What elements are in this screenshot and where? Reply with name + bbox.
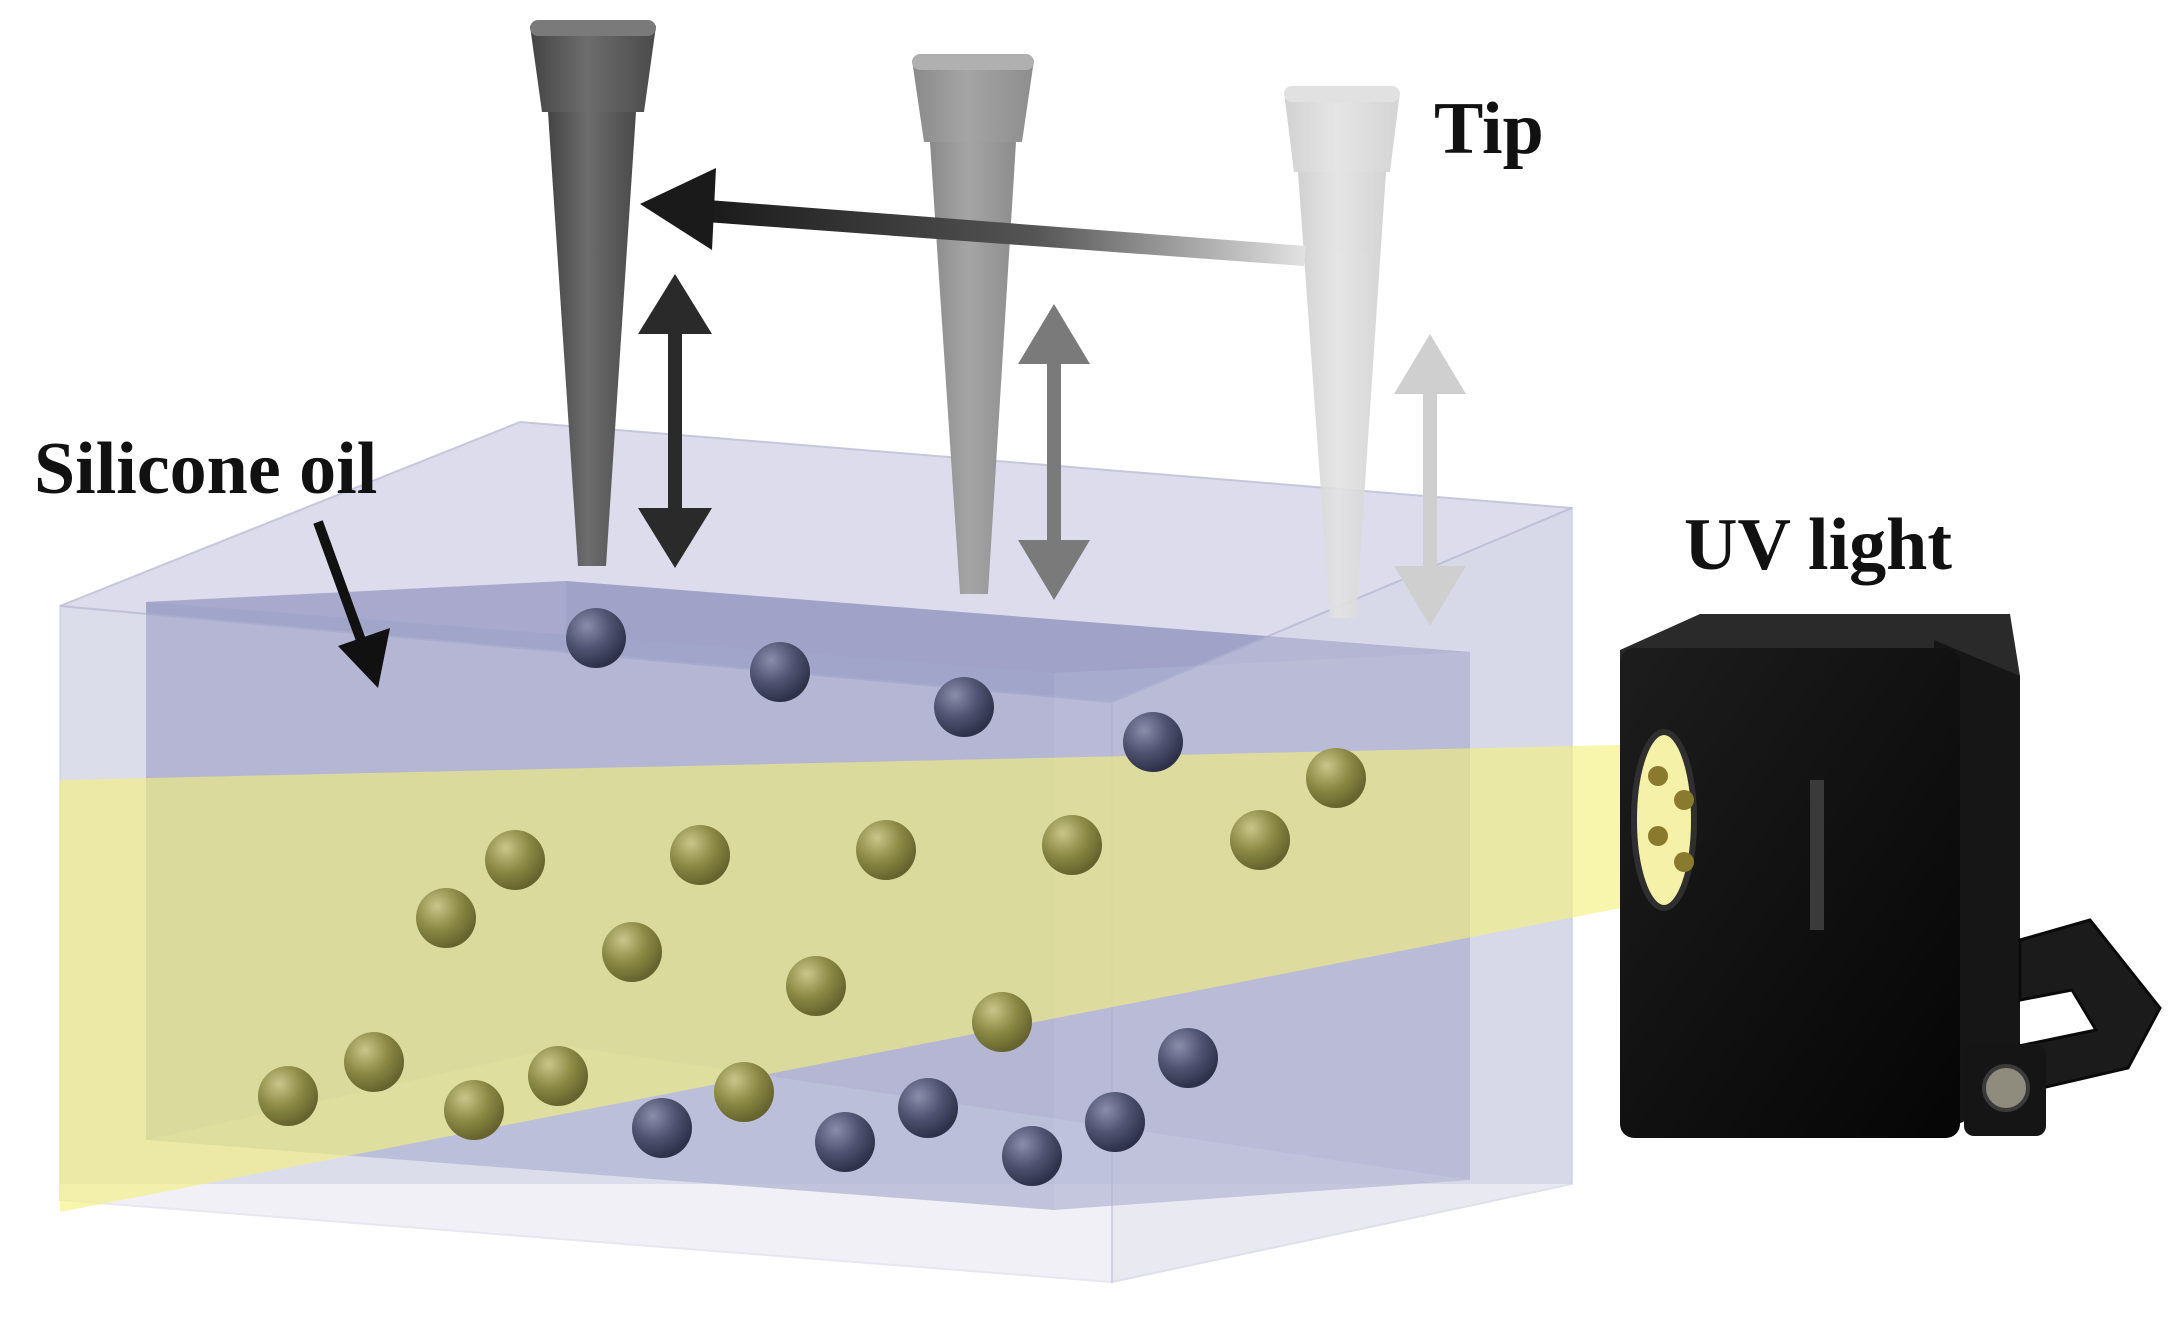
- particle-dark: [566, 608, 626, 668]
- particle-dark: [1123, 712, 1183, 772]
- particle-lit: [670, 825, 730, 885]
- uv-led: [1674, 790, 1694, 810]
- particle-dark: [934, 677, 994, 737]
- uv-device-slot: [1810, 780, 1824, 930]
- tip-light-body: [1298, 172, 1386, 618]
- particle-dark: [898, 1078, 958, 1138]
- arrow-left-icon: [640, 168, 1306, 266]
- particle-lit: [344, 1032, 404, 1092]
- particle-dark: [632, 1098, 692, 1158]
- particle-lit: [972, 992, 1032, 1052]
- particle-dark: [750, 642, 810, 702]
- double-arrow-icon: [1018, 304, 1090, 600]
- tip-label: Tip: [1434, 88, 1544, 170]
- particle-lit: [416, 888, 476, 948]
- double-arrow-icon: [1394, 334, 1466, 626]
- particle-lit: [1306, 748, 1366, 808]
- particle-lit: [1230, 810, 1290, 870]
- particles-dark: [566, 608, 1218, 1186]
- particles-illuminated: [258, 748, 1366, 1140]
- pipette-tip-icon: [530, 20, 656, 566]
- tip-dark-collar: [530, 26, 656, 112]
- particle-dark: [1085, 1092, 1145, 1152]
- pipette-tip-icon: [1284, 86, 1400, 618]
- uv-light-label: UV light: [1684, 504, 1952, 586]
- uv-device-front: [1620, 648, 1960, 1138]
- particle-lit: [856, 820, 916, 880]
- uv-lamp-icon: [1620, 614, 2162, 1138]
- uv-device-knob: [1982, 1064, 2030, 1112]
- tip-mid-body: [930, 142, 1016, 594]
- silicone-oil-label: Silicone oil: [34, 428, 378, 510]
- particle-lit: [714, 1062, 774, 1122]
- particle-dark: [1002, 1126, 1062, 1186]
- uv-emitter-window: [1631, 729, 1697, 911]
- uv-led: [1648, 766, 1668, 786]
- particle-lit: [444, 1080, 504, 1140]
- particle-lit: [528, 1046, 588, 1106]
- tip-mid-collar: [912, 60, 1034, 142]
- particle-lit: [258, 1066, 318, 1126]
- tip-light-collar: [1284, 92, 1400, 172]
- uv-led: [1674, 852, 1694, 872]
- particle-lit: [485, 830, 545, 890]
- particle-lit: [786, 956, 846, 1016]
- tip-dark-body: [548, 112, 636, 566]
- particle-dark: [815, 1112, 875, 1172]
- particle-lit: [602, 922, 662, 982]
- uv-led: [1648, 826, 1668, 846]
- particle-lit: [1042, 815, 1102, 875]
- particle-dark: [1158, 1028, 1218, 1088]
- silicone-oil-pointer: [313, 520, 390, 688]
- pipette-tip-icon: [912, 54, 1034, 594]
- double-arrow-icon: [638, 274, 712, 568]
